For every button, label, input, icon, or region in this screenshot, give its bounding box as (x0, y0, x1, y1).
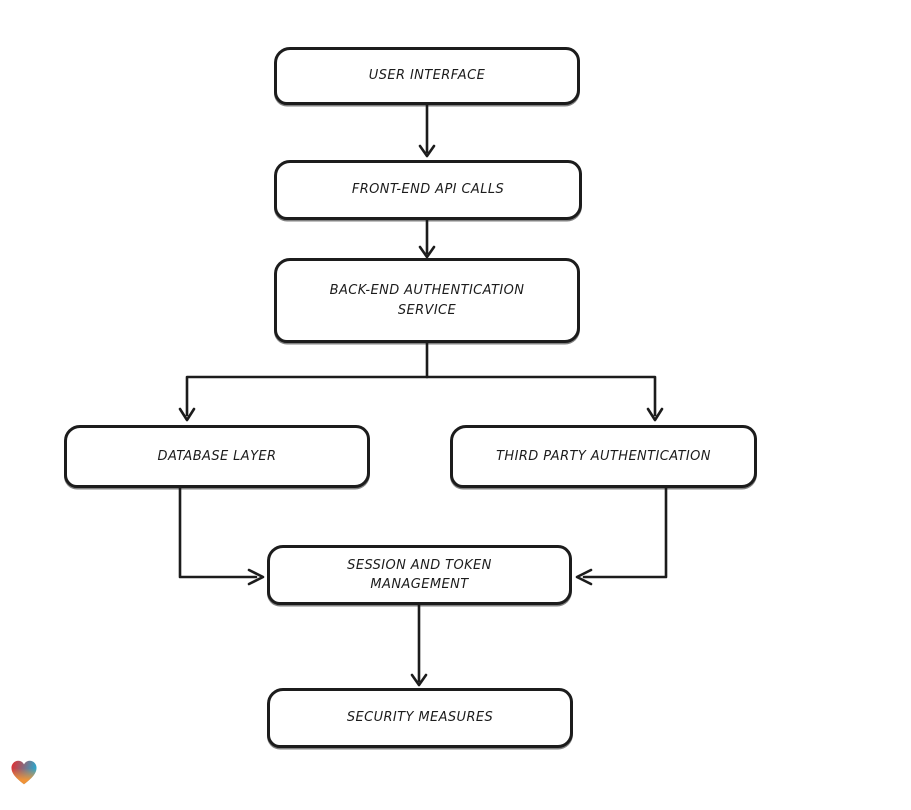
node-label-session-and-token-management: SESSION AND TOKEN MANAGEMENT (347, 557, 492, 593)
node-user-interface[interactable]: USER INTERFACE (274, 47, 580, 105)
edge-back-end-to-database (178, 341, 429, 422)
node-front-end-api-calls[interactable]: FRONT-END API CALLS (274, 160, 582, 220)
node-back-end-authentication-service[interactable]: BACK-END AUTHENTICATION SERVICE (274, 258, 580, 343)
node-label-security-measures: SECURITY MEASURES (346, 710, 494, 726)
edge-third-party-to-session (575, 486, 668, 586)
edge-database-to-session (178, 486, 265, 586)
lovable-logo[interactable] (8, 756, 40, 788)
node-label-database-layer: DATABASE LAYER (157, 448, 277, 464)
node-label-back-end-authentication-service: BACK-END AUTHENTICATION SERVICE (329, 283, 525, 318)
node-security-measures[interactable]: SECURITY MEASURES (267, 688, 573, 748)
node-label-third-party-authentication: THIRD PARTY AUTHENTICATION (496, 448, 711, 464)
edge-user-interface-to-front-end (418, 103, 436, 158)
edge-session-to-security (410, 603, 428, 687)
node-database-layer[interactable]: DATABASE LAYER (64, 425, 370, 488)
edge-back-end-to-third-party (425, 375, 664, 422)
heart-icon (11, 760, 37, 785)
node-label-user-interface: USER INTERFACE (368, 68, 486, 84)
edge-front-end-to-back-end (418, 218, 436, 259)
node-third-party-authentication[interactable]: THIRD PARTY AUTHENTICATION (450, 425, 757, 488)
node-label-front-end-api-calls: FRONT-END API CALLS (351, 182, 505, 198)
node-session-and-token-management[interactable]: SESSION AND TOKEN MANAGEMENT (267, 545, 572, 605)
